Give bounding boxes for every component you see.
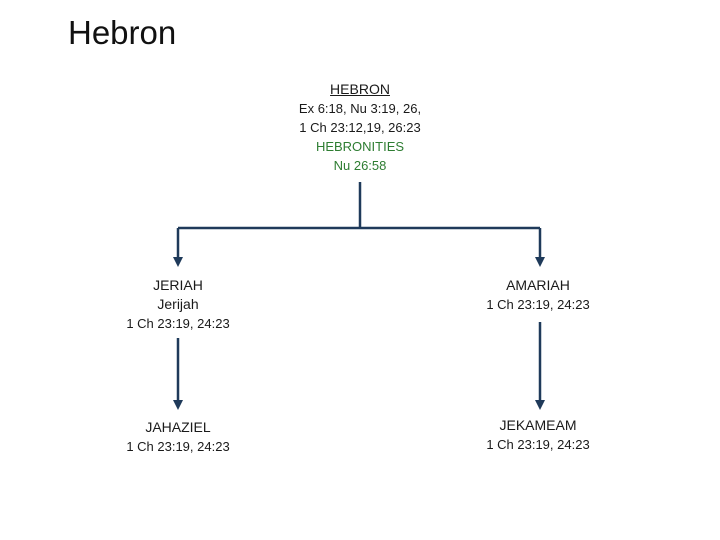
node-jeriah: JERIAH Jerijah 1 Ch 23:19, 24:23	[88, 276, 268, 333]
hebronites-ref: Nu 26:58	[333, 158, 387, 173]
node-jekameam: JEKAMEAM 1 Ch 23:19, 24:23	[448, 416, 628, 454]
jekameam-name: JEKAMEAM	[499, 417, 577, 433]
hebron-refs-1: Ex 6:18, Nu 3:19, 26,	[298, 101, 422, 116]
jekameam-refs: 1 Ch 23:19, 24:23	[486, 437, 590, 452]
amariah-name: AMARIAH	[506, 277, 570, 293]
page-title: Hebron	[68, 14, 177, 51]
hebron-refs-2: 1 Ch 23:12,19, 26:23	[299, 120, 421, 135]
hebronites-label: HEBRONITIES	[315, 139, 405, 154]
amariah-refs: 1 Ch 23:19, 24:23	[486, 297, 590, 312]
node-amariah: AMARIAH 1 Ch 23:19, 24:23	[448, 276, 628, 314]
node-jahaziel: JAHAZIEL 1 Ch 23:19, 24:23	[88, 418, 268, 456]
jahaziel-refs: 1 Ch 23:19, 24:23	[126, 439, 230, 454]
jeriah-name: JERIAH	[153, 277, 203, 293]
jeriah-alt-name: Jerijah	[157, 296, 199, 312]
node-hebron: HEBRON Ex 6:18, Nu 3:19, 26, 1 Ch 23:12,…	[260, 80, 460, 175]
jahaziel-name: JAHAZIEL	[145, 419, 211, 435]
hebron-name: HEBRON	[330, 81, 390, 97]
jeriah-refs: 1 Ch 23:19, 24:23	[126, 316, 230, 331]
